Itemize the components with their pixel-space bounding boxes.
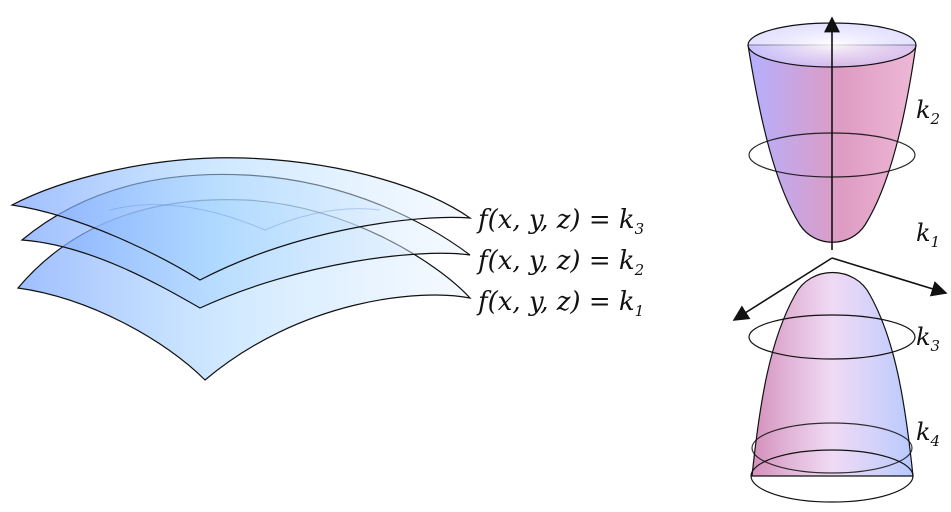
label-level-k4: k4	[916, 418, 940, 450]
surface-crease	[109, 204, 381, 231]
left-panel: f(x, y, z) = k3 f(x, y, z) = k2 f(x, y, …	[10, 157, 644, 381]
surface-k3	[10, 157, 473, 281]
label-level-k1: k1	[916, 219, 940, 251]
label-surface-k2: f(x, y, z) = k2	[476, 246, 644, 279]
label-level-k3: k3	[916, 323, 940, 355]
lower-cut-k4	[751, 422, 913, 474]
x-axis-arrow	[732, 257, 833, 321]
label-surface-k3: f(x, y, z) = k3	[476, 205, 644, 238]
lower-rim	[750, 449, 914, 503]
lower-bowl	[751, 272, 914, 477]
y-axis-arrow	[831, 257, 948, 297]
label-level-k2: k2	[916, 96, 940, 128]
lower-cut-k3	[748, 314, 916, 360]
right-panel: k2 k1 k3 k4	[732, 16, 948, 503]
label-surface-k1: f(x, y, z) = k1	[476, 287, 644, 320]
